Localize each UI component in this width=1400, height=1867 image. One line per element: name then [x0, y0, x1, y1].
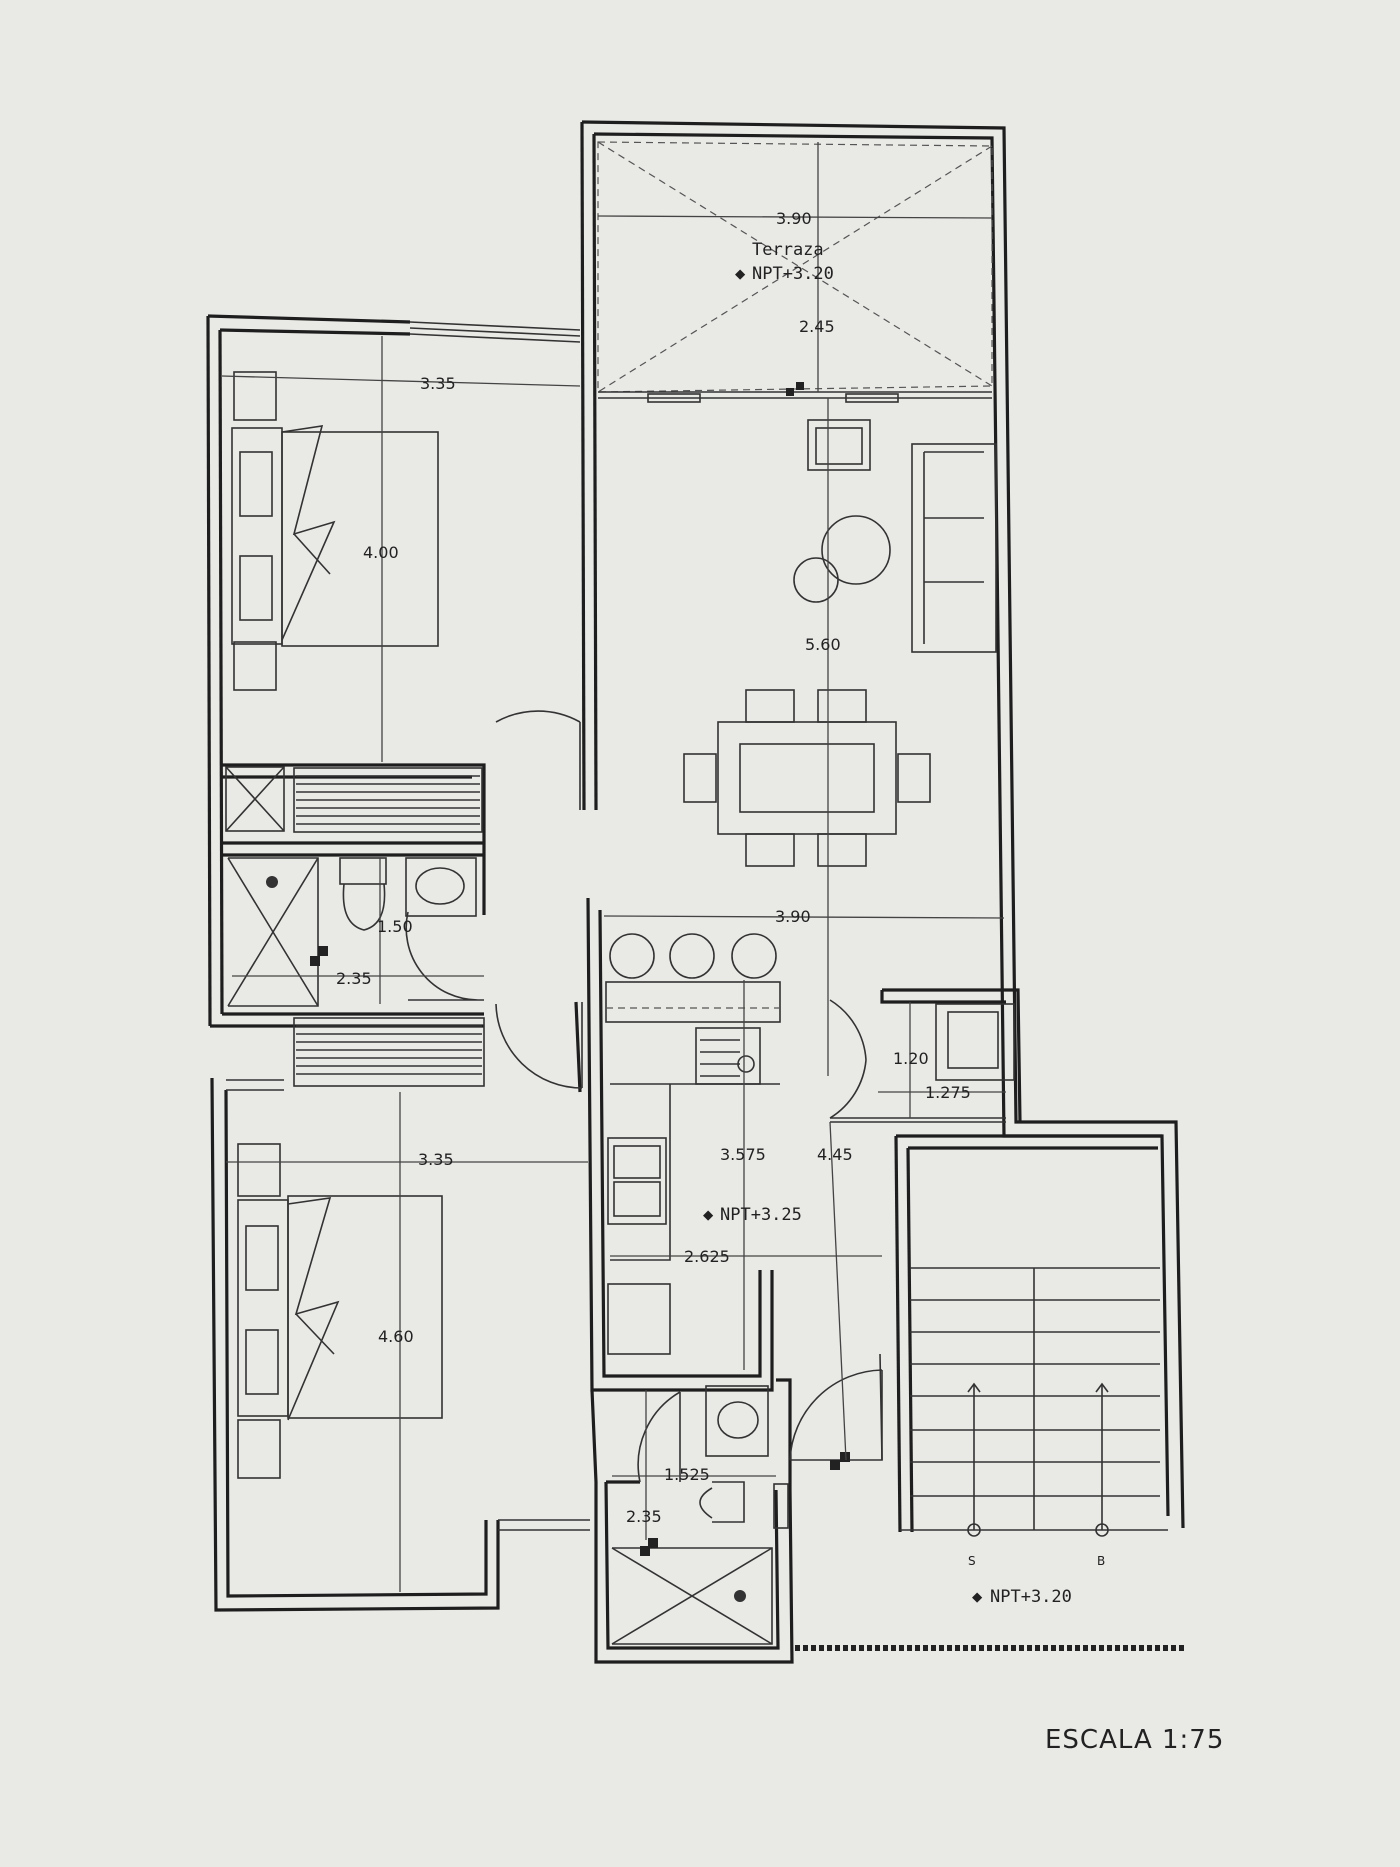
bath-1	[227, 857, 484, 1007]
stair-down-label: B	[1097, 1554, 1105, 1568]
stairs	[910, 1267, 1160, 1537]
living-depth-dim: 5.60	[805, 635, 841, 654]
bed1-width-dim: 3.35	[420, 374, 456, 393]
stair-up-label: S	[968, 1554, 976, 1568]
terrace-label: Terraza	[752, 240, 824, 260]
terrace-width-dim: 3.90	[776, 209, 812, 228]
bedroom-2	[237, 1143, 443, 1479]
bed2-depth-dim: 4.60	[378, 1327, 414, 1346]
bath2-width-dim: 1.525	[664, 1465, 710, 1484]
stair-level-marker: ◆	[972, 1587, 983, 1607]
kitchen	[605, 933, 781, 1355]
terrace	[597, 141, 993, 403]
bath1-depth-dim: 2.35	[336, 969, 372, 988]
kitchen-depth-dim: 3.575	[720, 1145, 766, 1164]
bed2-width-dim: 3.35	[418, 1150, 454, 1169]
dimension-lines	[221, 142, 1006, 1592]
bath1-width-dim: 1.50	[377, 917, 413, 936]
bath-2	[611, 1385, 789, 1645]
stair-level: NPT+3.20	[990, 1587, 1072, 1607]
closet	[293, 1002, 583, 1089]
entry-door	[789, 1369, 883, 1470]
laundry-depth-dim: 1.20	[893, 1049, 929, 1068]
kitchen-level-marker: ◆	[703, 1205, 714, 1225]
living-width-dim: 3.90	[775, 907, 811, 926]
bedroom-1	[225, 371, 581, 833]
kitchen-width-dim: 2.625	[684, 1247, 730, 1266]
terrace-level-marker: ◆	[735, 264, 746, 284]
scale-label: ESCALA 1:75	[1045, 1725, 1224, 1755]
kitchen-level: NPT+3.25	[720, 1205, 802, 1225]
walls	[206, 120, 1186, 1664]
bath2-depth-dim: 2.35	[626, 1507, 662, 1526]
laundry-width-dim: 1.275	[925, 1083, 971, 1102]
terrace-depth-dim: 2.45	[799, 317, 835, 336]
laundry	[829, 999, 1015, 1119]
hall-depth-dim: 4.45	[817, 1145, 853, 1164]
labels: 3.90 Terraza ◆ NPT+3.20 2.45 3.35 4.00 5…	[336, 209, 1224, 1755]
living-furniture	[683, 419, 997, 867]
bed1-depth-dim: 4.00	[363, 543, 399, 562]
terrace-level: NPT+3.20	[752, 264, 834, 284]
